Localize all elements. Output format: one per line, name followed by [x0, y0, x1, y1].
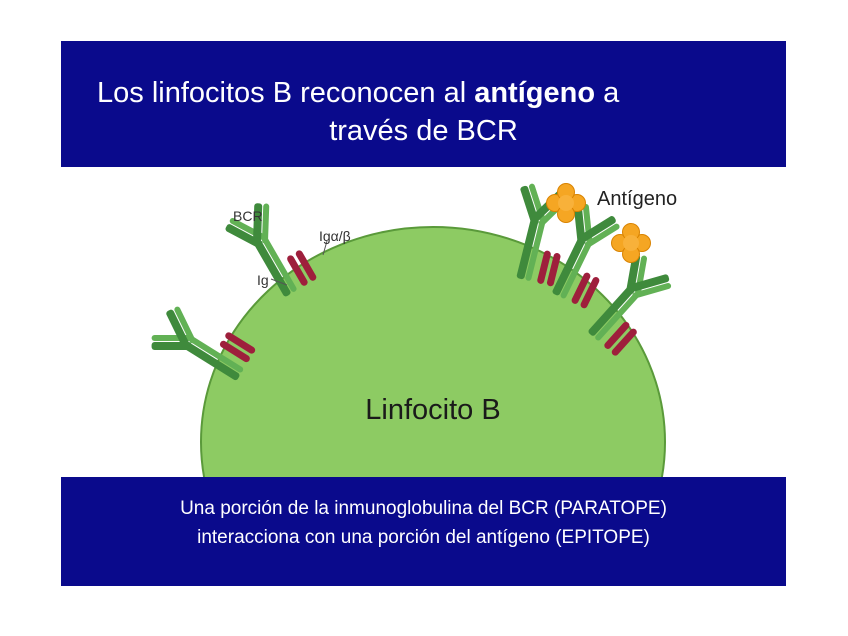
title-bold-word: antígeno — [474, 77, 596, 109]
cell-label: Linfocito B — [365, 394, 500, 426]
caption-line-2: interacciona con una porción del antígen… — [197, 527, 650, 548]
caption-line-1: Una porción de la inmunoglobulina del BC… — [180, 498, 667, 519]
title-suffix: a — [595, 77, 620, 109]
caption-banner: Una porción de la inmunoglobulina del BC… — [61, 477, 786, 586]
ig-alpha-beta-label: Igα/β — [319, 228, 351, 244]
ig-pointer-line — [270, 278, 288, 286]
diagram-svg: BCR Ig Igα/β Antígeno Linfocito B — [144, 179, 681, 477]
ig-label: Ig — [257, 272, 269, 288]
b-cell-body — [200, 226, 666, 477]
b-cell-diagram: BCR Ig Igα/β Antígeno Linfocito B — [61, 167, 786, 477]
slide: Los linfocitos B reconocen al antígeno a… — [61, 41, 786, 586]
title-line-2: través de BCR — [329, 115, 518, 147]
bcr-label: BCR — [233, 208, 263, 224]
title-line-1: Los linfocitos B reconocen al antígeno a — [97, 75, 619, 111]
title-prefix: Los linfocitos B reconocen al — [97, 77, 475, 109]
ig-alpha-beta-pointer-line — [322, 240, 328, 256]
antigen-label: Antígeno — [597, 188, 677, 210]
title-banner: Los linfocitos B reconocen al antígeno a… — [61, 41, 786, 167]
